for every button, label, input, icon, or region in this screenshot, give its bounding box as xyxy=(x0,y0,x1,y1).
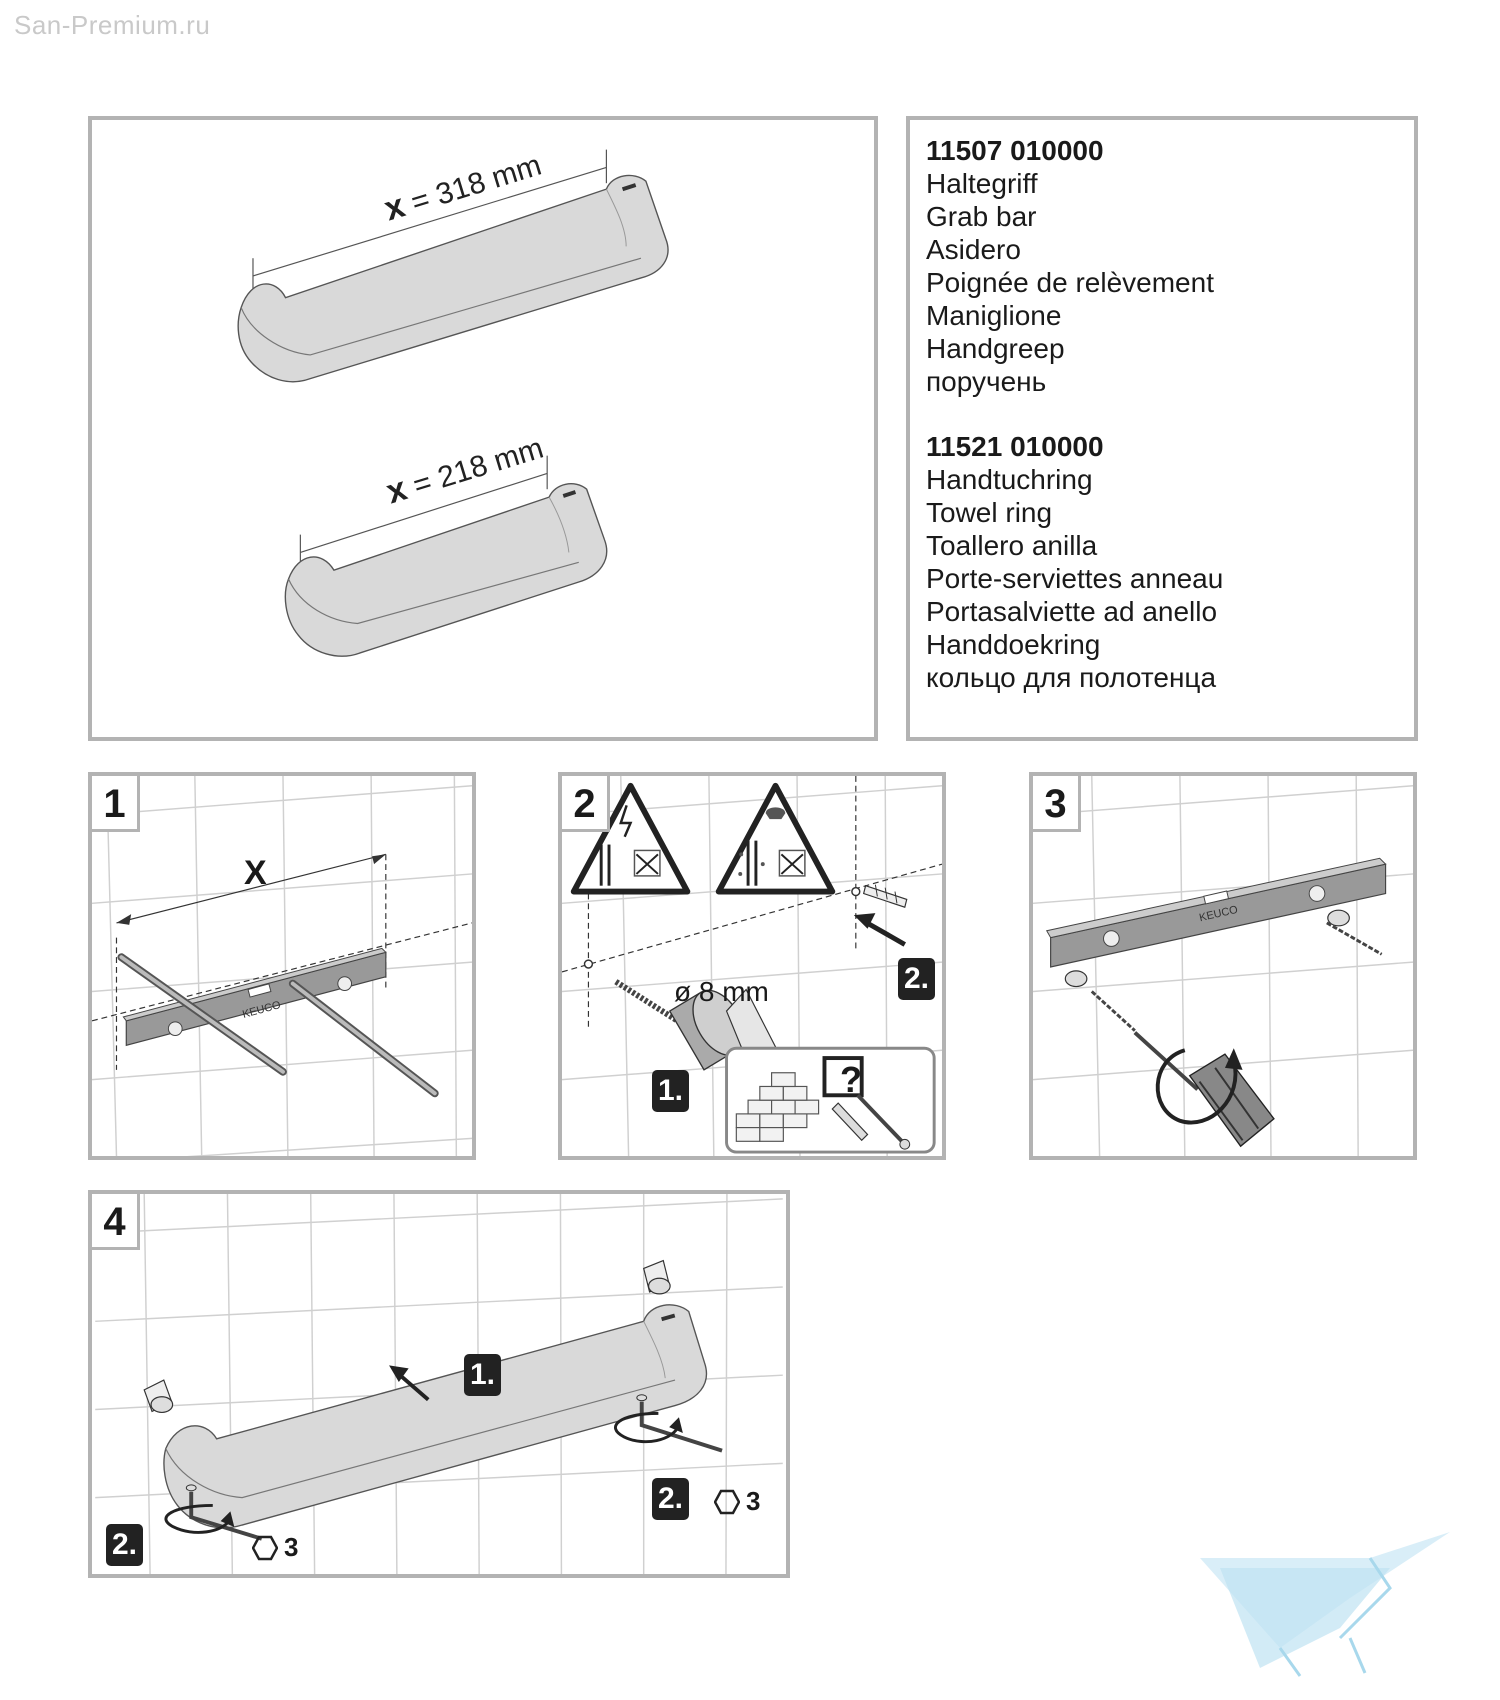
product-drawing-panel: x = 318 mm x = 218 mm xyxy=(88,116,878,741)
wall-material-inset xyxy=(725,1046,936,1154)
warning-electric-icon xyxy=(570,782,691,895)
product-info-panel: 11507 010000 Haltegriff Grab bar Asidero… xyxy=(906,116,1418,741)
product-name: Grab bar xyxy=(926,201,1037,232)
step-3-illustration xyxy=(1033,776,1413,1156)
screw-icon xyxy=(1326,921,1383,956)
product-name-list: Handtuchring Towel ring Toallero anilla … xyxy=(926,463,1414,694)
screw-icon xyxy=(856,1093,905,1144)
hex-key-right-icon xyxy=(614,1394,723,1453)
drill-point xyxy=(583,959,594,969)
site-watermark: San-Premium.ru xyxy=(14,10,211,40)
dowel-icon xyxy=(831,1102,869,1142)
drill-size-label: ø 8 mm xyxy=(674,976,769,1007)
grab-bar-mounted xyxy=(163,1304,708,1529)
arrow-push-icon xyxy=(389,1365,430,1402)
hex-size-right: 3 xyxy=(714,1486,760,1517)
step-3-panel: 3 KEUCO xyxy=(1029,772,1417,1160)
product-name: поручень xyxy=(926,366,1047,397)
step-number: 1 xyxy=(92,776,140,832)
product-name: Handdoekring xyxy=(926,629,1101,660)
product-name: Portasalviette ad anello xyxy=(926,596,1218,627)
wall-tile-grid xyxy=(92,776,472,1156)
product-name: Maniglione xyxy=(926,300,1062,331)
step-number: 4 xyxy=(92,1194,140,1250)
level-line xyxy=(562,863,942,973)
wall-plug-icon xyxy=(862,884,908,908)
grab-bar-drawings xyxy=(237,149,669,657)
measure-label: X xyxy=(244,854,267,892)
step-4-illustration xyxy=(95,1194,783,1574)
product-name: Porte-serviettes anneau xyxy=(926,563,1224,594)
drill-point xyxy=(851,886,861,897)
product-name: Haltegriff xyxy=(926,168,1038,199)
measure-line xyxy=(116,853,386,924)
spirit-level xyxy=(122,947,387,1047)
product-block-grab-bar: 11507 010000 Haltegriff Grab bar Asidero… xyxy=(926,134,1414,398)
pencil-left xyxy=(117,953,287,1076)
product-name: Toallero anilla xyxy=(926,530,1098,561)
dimension-line-long xyxy=(252,166,607,277)
product-name-list: Haltegriff Grab bar Asidero Poignée de r… xyxy=(926,167,1414,398)
screwdriver-icon xyxy=(1133,1031,1275,1148)
mounting-post-left xyxy=(143,1379,174,1413)
hex-size-left: 3 xyxy=(252,1532,298,1563)
hex-key-left-icon xyxy=(164,1484,263,1541)
hexagon-icon xyxy=(714,1489,740,1514)
brick-wall-icon xyxy=(735,1072,820,1142)
mounting-post-right xyxy=(1327,909,1350,927)
product-name: кольцо для полотенца xyxy=(926,662,1217,693)
pencil-right xyxy=(288,979,439,1098)
mounting-post-right xyxy=(642,1259,671,1295)
step-number: 3 xyxy=(1033,776,1081,832)
towel-ring-short xyxy=(284,483,608,657)
step-1-panel: 1 X KEUCO xyxy=(88,772,476,1160)
badge-step-insert: 2. xyxy=(898,958,936,1000)
product-name: Handgreep xyxy=(926,333,1065,364)
badge-step-drill: 1. xyxy=(652,1070,690,1112)
hex-size-value: 3 xyxy=(284,1532,299,1562)
hex-size-value: 3 xyxy=(746,1486,761,1516)
spirit-level xyxy=(1045,857,1387,968)
level-line xyxy=(92,922,472,1022)
step-number: 2 xyxy=(562,776,610,832)
step-2-panel: 2 xyxy=(558,772,946,1160)
arrow-insert-icon xyxy=(853,913,906,947)
wall-tile-grid xyxy=(1033,776,1413,1156)
warning-water-pipe-icon xyxy=(715,782,836,895)
hexagon-icon xyxy=(252,1535,278,1560)
site-logo-icon xyxy=(1200,1532,1450,1677)
rotate-arrow-icon xyxy=(1155,1048,1243,1125)
badge-step-tighten-right: 2. xyxy=(652,1478,690,1520)
badge-step-push: 1. xyxy=(464,1354,502,1396)
question-mark: ? xyxy=(840,1059,862,1100)
product-name: Handtuchring xyxy=(926,464,1093,495)
product-code: 11521 010000 xyxy=(926,431,1104,462)
product-block-towel-ring: 11521 010000 Handtuchring Towel ring Toa… xyxy=(926,430,1414,694)
product-name: Poignée de relèvement xyxy=(926,267,1214,298)
step-1-illustration xyxy=(92,776,472,1156)
step-4-panel: 4 xyxy=(88,1190,790,1578)
product-name: Asidero xyxy=(926,234,1021,265)
dimension-line-short xyxy=(300,472,548,553)
product-code: 11507 010000 xyxy=(926,135,1104,166)
step-2-illustration xyxy=(562,776,942,1156)
mounting-post-left xyxy=(1064,970,1088,988)
badge-step-tighten-left: 2. xyxy=(106,1524,144,1566)
product-name: Towel ring xyxy=(926,497,1053,528)
grab-bar-long xyxy=(237,174,669,383)
screw-icon xyxy=(1090,990,1136,1032)
